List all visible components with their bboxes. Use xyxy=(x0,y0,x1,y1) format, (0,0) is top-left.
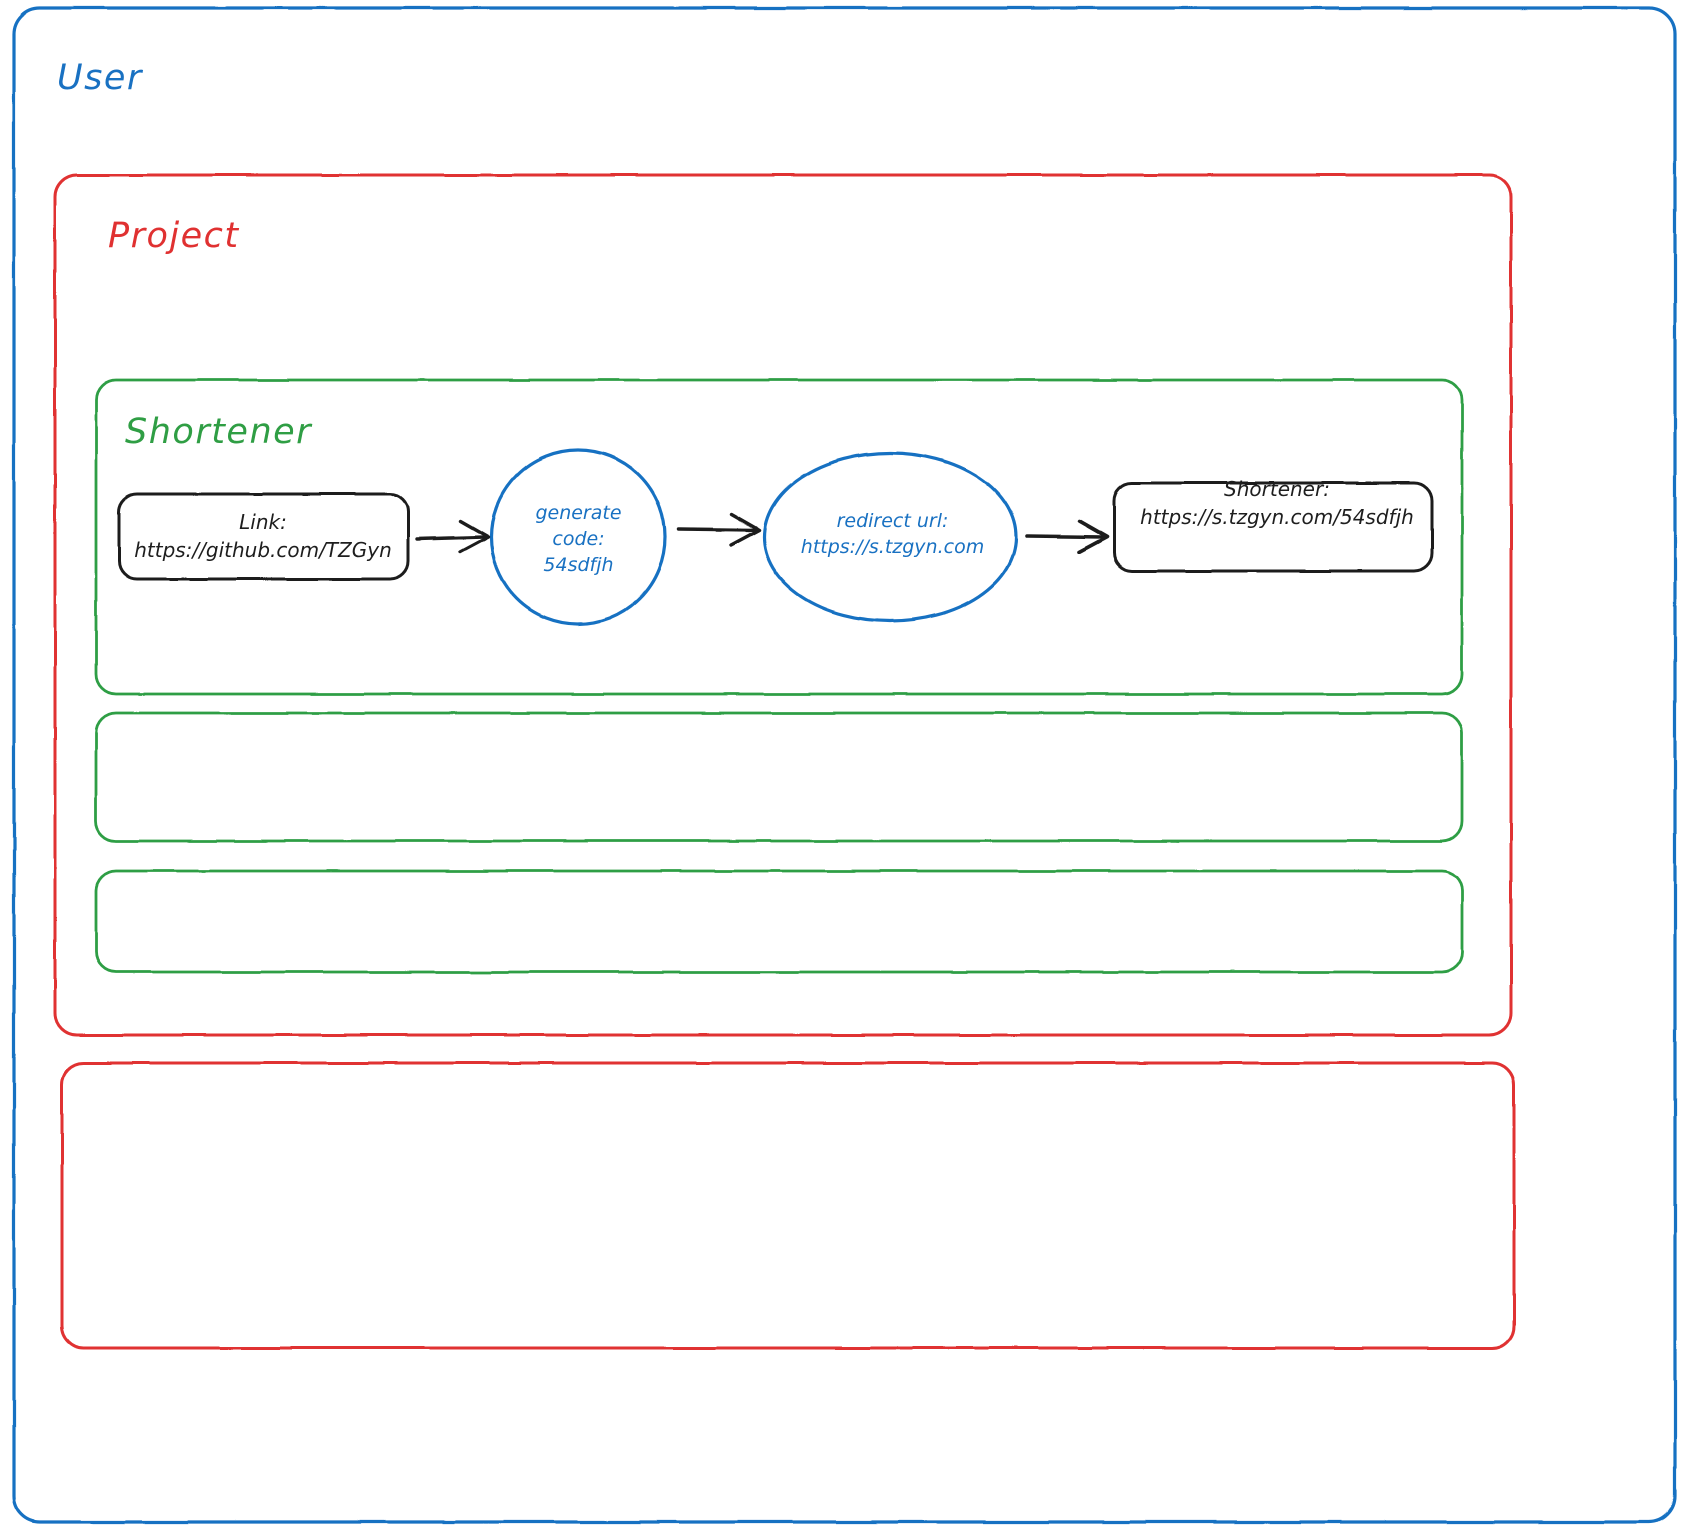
container-user[interactable] xyxy=(12,6,1677,1524)
container-title-project: Project xyxy=(108,216,240,256)
container-shortener[interactable] xyxy=(94,378,1464,696)
node-generate-code-line-2: code: xyxy=(552,528,605,551)
node-shortener-result-text: Shortener: https://s.tzgyn.com/54sdfjh xyxy=(1118,476,1436,531)
edge-generate-to-redirect xyxy=(677,512,761,547)
node-shortener-result-line-2: https://s.tzgyn.com/54sdfjh xyxy=(1140,504,1414,529)
node-link-line-2: https://github.com/TZGyn xyxy=(134,537,392,562)
edge-link-to-generate xyxy=(415,519,490,554)
node-redirect-url-line-1: redirect url: xyxy=(836,510,949,532)
node-generate-code-line-3: 54sdfjh xyxy=(543,554,614,577)
node-redirect-url-text: redirect url: https://s.tzgyn.com xyxy=(770,508,1015,560)
container-project[interactable] xyxy=(53,173,1513,1037)
node-generate-code[interactable] xyxy=(489,448,667,626)
node-generate-code-text: generate code: 54sdfjh xyxy=(497,500,660,579)
node-redirect-url-line-2: https://s.tzgyn.com xyxy=(800,536,985,559)
container-title-user: User xyxy=(57,58,143,98)
node-link-text: Link: https://github.com/TZGyn xyxy=(122,509,404,564)
node-redirect-url[interactable] xyxy=(762,451,1018,623)
node-link[interactable] xyxy=(117,492,410,581)
node-generate-code-line-1: generate xyxy=(535,502,622,524)
container-empty-green-1[interactable] xyxy=(94,711,1464,843)
edge-redirect-to-shortener xyxy=(1025,519,1109,554)
container-title-shortener: Shortener xyxy=(125,412,313,452)
container-empty-red-1[interactable] xyxy=(60,1061,1516,1350)
node-shortener-result-line-1: Shortener: xyxy=(1224,477,1330,501)
node-shortener-result[interactable] xyxy=(1112,481,1434,573)
node-link-line-1: Link: xyxy=(239,510,287,534)
container-empty-green-2[interactable] xyxy=(94,869,1464,974)
